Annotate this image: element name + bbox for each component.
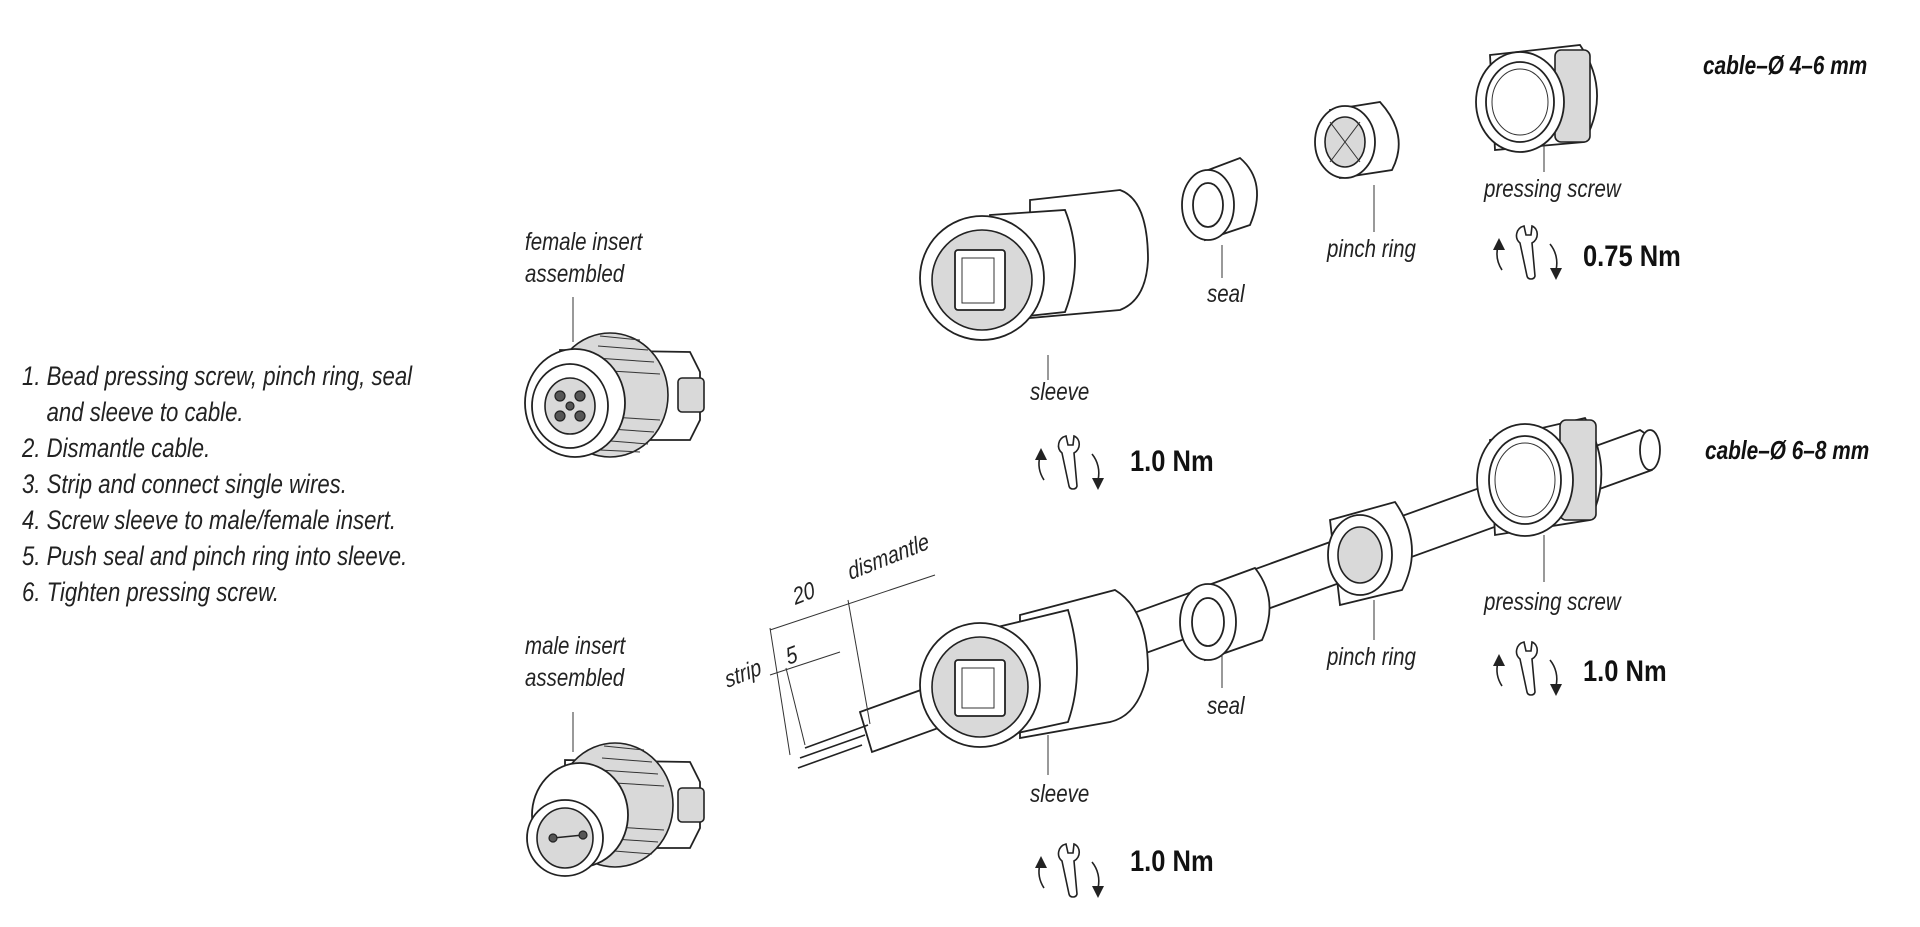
top-screw-torque: 0.75 Nm — [1583, 240, 1681, 273]
male-insert-drawing — [526, 712, 705, 877]
top-pinch-ring-drawing — [1314, 101, 1400, 232]
top-sleeve-drawing — [919, 189, 1149, 380]
bottom-screw-torque: 1.0 Nm — [1583, 655, 1667, 688]
bottom-sleeve-wrench — [1035, 843, 1104, 898]
instruction-step: 3.Strip and connect single wires. — [22, 469, 347, 499]
bottom-pinch-ring-label: pinch ring — [1327, 643, 1416, 671]
top-pressing-screw-label: pressing screw — [1484, 175, 1621, 203]
bottom-pinch-ring-drawing — [1327, 500, 1413, 640]
top-screw-wrench — [1493, 225, 1562, 280]
female-insert-label-1: female insert — [525, 228, 643, 256]
top-sleeve-wrench — [1035, 435, 1104, 490]
instruction-step: 2.Dismantle cable. — [22, 433, 211, 463]
bottom-pressing-screw-label: pressing screw — [1484, 588, 1621, 616]
instruction-step: 1.Bead pressing screw, pinch ring, seal … — [22, 361, 413, 427]
bottom-screw-wrench — [1493, 641, 1562, 696]
bottom-cable-diameter-label: cable–Ø 6–8 mm — [1705, 435, 1870, 465]
male-insert-label-2: assembled — [525, 664, 625, 692]
bottom-sleeve-torque: 1.0 Nm — [1130, 845, 1214, 878]
instruction-list: 1.Bead pressing screw, pinch ring, seal … — [22, 358, 498, 610]
instruction-step: 4.Screw sleeve to male/female insert. — [22, 505, 397, 535]
top-sleeve-torque: 1.0 Nm — [1130, 445, 1214, 478]
bottom-sleeve-drawing — [919, 589, 1149, 775]
top-cable-diameter-label: cable–Ø 4–6 mm — [1703, 50, 1868, 80]
bottom-seal-drawing — [1179, 566, 1271, 688]
instruction-step: 5.Push seal and pinch ring into sleeve. — [22, 541, 408, 571]
dimension-lines — [769, 574, 936, 756]
bottom-seal-label: seal — [1207, 692, 1245, 720]
top-pinch-ring-label: pinch ring — [1327, 235, 1416, 263]
female-insert-drawing — [524, 297, 705, 458]
bottom-pressing-screw-drawing — [1476, 416, 1603, 582]
top-seal-label: seal — [1207, 280, 1245, 308]
top-sleeve-label: sleeve — [1030, 378, 1090, 406]
instruction-step: 6.Tighten pressing screw. — [22, 577, 279, 607]
female-insert-label-2: assembled — [525, 260, 625, 288]
top-pressing-screw-drawing — [1475, 44, 1598, 172]
top-seal-drawing — [1181, 156, 1258, 278]
male-insert-label-1: male insert — [525, 632, 626, 660]
bottom-sleeve-label: sleeve — [1030, 780, 1090, 808]
